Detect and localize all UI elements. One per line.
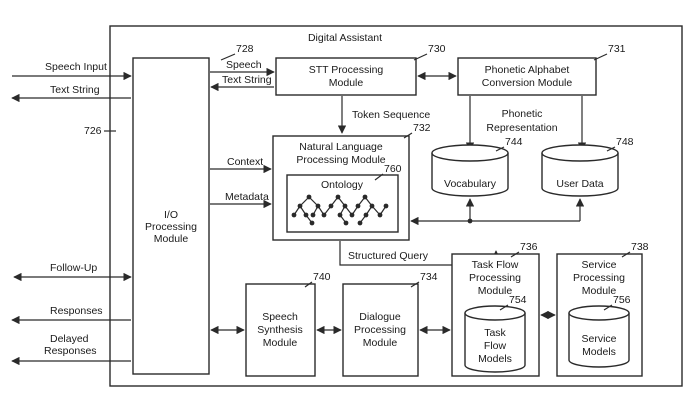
token-sequence-label: Token Sequence [352,109,430,121]
ref-728: 728 [236,43,254,55]
user-data-datastore [541,144,619,197]
service-label-3: Module [582,285,617,297]
delayed-label-1: Delayed [50,333,89,345]
delayed-label-2: Responses [44,345,97,357]
phonetic-label-1: Phonetic [502,108,543,120]
ref-760-leader [374,173,384,181]
pac-label-1: Phonetic Alphabet [485,64,570,76]
follow-up-label: Follow-Up [50,262,97,274]
ref-738: 738 [631,241,649,253]
speech-syn-label-1: Speech [262,311,298,323]
dialogue-label-3: Module [363,337,398,349]
text-string-label: Text String [222,74,272,86]
service-models-datastore [568,305,630,368]
user-data-label: User Data [556,178,603,190]
service-label-1: Service [581,259,616,271]
service-label-2: Processing [573,272,625,284]
ref-740: 740 [313,271,331,283]
nlp-label-1: Natural Language [299,141,383,153]
ref-731-leader [593,53,608,61]
bus-junction [467,218,473,224]
speech-syn-label-2: Synthesis [257,324,303,336]
speech-syn-label-3: Module [263,337,298,349]
phonetic-alphabet-conversion-module [457,57,597,96]
dialogue-processing-module [342,283,419,377]
ref-740-leader [304,281,313,288]
ref-730-leader [413,53,428,61]
speech-input-label: Speech Input [45,61,107,73]
dialogue-label-1: Dialogue [359,311,401,323]
task-label-1: Task Flow [472,259,519,271]
service-models-label-1: Service [581,333,616,345]
context-label: Context [227,156,263,168]
ref-732-leader [403,132,413,139]
stt-label-1: STT Processing [309,64,384,76]
io-label-1: I/O [164,209,178,221]
ref-756: 756 [613,294,631,306]
task-label-2: Processing [469,272,521,284]
ontology-graph-icon [291,194,389,226]
pac-label-2: Conversion Module [482,77,573,89]
stt-label-2: Module [329,77,364,89]
ref-748: 748 [616,136,634,148]
ref-728-leader [220,53,236,61]
service-models-label-2: Models [582,346,616,358]
speech-synthesis-module [245,283,316,377]
structured-query-label: Structured Query [348,250,429,262]
ref-744-leader [495,146,505,152]
dialogue-label-2: Processing [354,324,406,336]
ref-754-leader [499,304,509,311]
stt-processing-module [275,57,417,96]
ref-734-leader [410,281,420,288]
io-processing-module [132,57,210,375]
task-models-label-1: Task [484,327,506,339]
ref-754: 754 [509,294,527,306]
task-models-label-3: Models [478,353,512,365]
task-flow-models-datastore [464,305,526,373]
ref-734: 734 [420,271,438,283]
nlp-label-2: Processing Module [296,154,385,166]
vocabulary-datastore [431,144,509,197]
digital-assistant-title: Digital Assistant [308,32,382,44]
ref-738-leader [621,251,631,258]
vocabulary-label: Vocabulary [444,178,497,190]
task-models-label-2: Flow [484,340,507,352]
ref-756-leader [603,304,613,311]
ref-731: 731 [608,43,626,55]
task-label-3: Module [478,285,513,297]
ref-744: 744 [505,136,523,148]
io-label-2: Processing [145,221,197,233]
ref-736-leader [510,251,520,258]
ref-726: 726 [84,125,102,137]
responses-label: Responses [50,305,103,317]
ref-732: 732 [413,122,431,134]
speech-label: Speech [226,59,262,71]
ref-748-leader [606,146,616,152]
text-string-out-label: Text String [50,84,100,96]
ref-736: 736 [520,241,538,253]
phonetic-label-2: Representation [486,122,557,134]
ref-760: 760 [384,163,402,175]
metadata-label: Metadata [225,191,269,203]
io-label-3: Module [154,233,189,245]
ontology-label: Ontology [321,179,364,191]
ref-730: 730 [428,43,446,55]
